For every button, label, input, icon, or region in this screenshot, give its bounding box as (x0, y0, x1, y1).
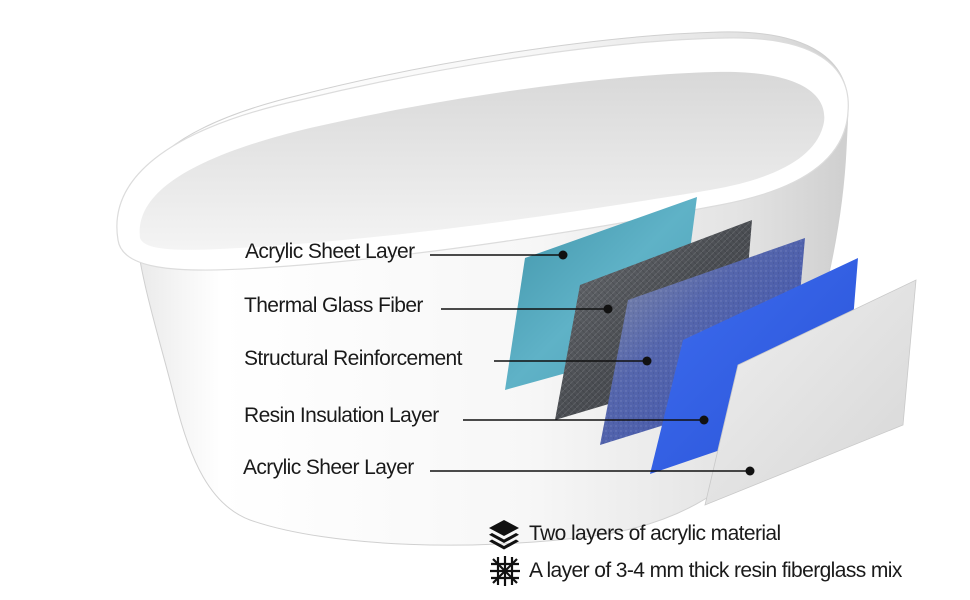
label-structural-reinforcement: Structural Reinforcement (244, 347, 462, 370)
panel-acrylic-sheer (704, 279, 917, 506)
label-acrylic-sheer-layer: Acrylic Sheer Layer (243, 456, 414, 479)
leader-dot-structural-reinforcement (642, 356, 652, 366)
leader-dot-thermal-glass-fiber (603, 304, 613, 314)
label-resin-insulation-layer: Resin Insulation Layer (244, 404, 439, 427)
mesh-grid-icon (490, 556, 520, 586)
leader-lines (430, 254, 750, 472)
legend-text-fiberglass: A layer of 3-4 mm thick resin fiberglass… (529, 559, 902, 582)
leader-dot-resin-insulation (699, 415, 709, 425)
layers-stack-icon (489, 520, 519, 550)
label-acrylic-sheet-layer: Acrylic Sheet Layer (245, 240, 415, 263)
leader-dot-acrylic-sheer (745, 466, 755, 476)
legend-item-acrylic: Two layers of acrylic material (487, 518, 781, 550)
bathtub-basin (139, 71, 825, 250)
leader-dot-acrylic-sheet (558, 250, 568, 260)
leader-dots (558, 250, 755, 476)
legend-item-fiberglass: A layer of 3-4 mm thick resin fiberglass… (489, 555, 902, 587)
label-thermal-glass-fiber: Thermal Glass Fiber (244, 294, 423, 317)
legend-text-acrylic: Two layers of acrylic material (529, 522, 781, 545)
